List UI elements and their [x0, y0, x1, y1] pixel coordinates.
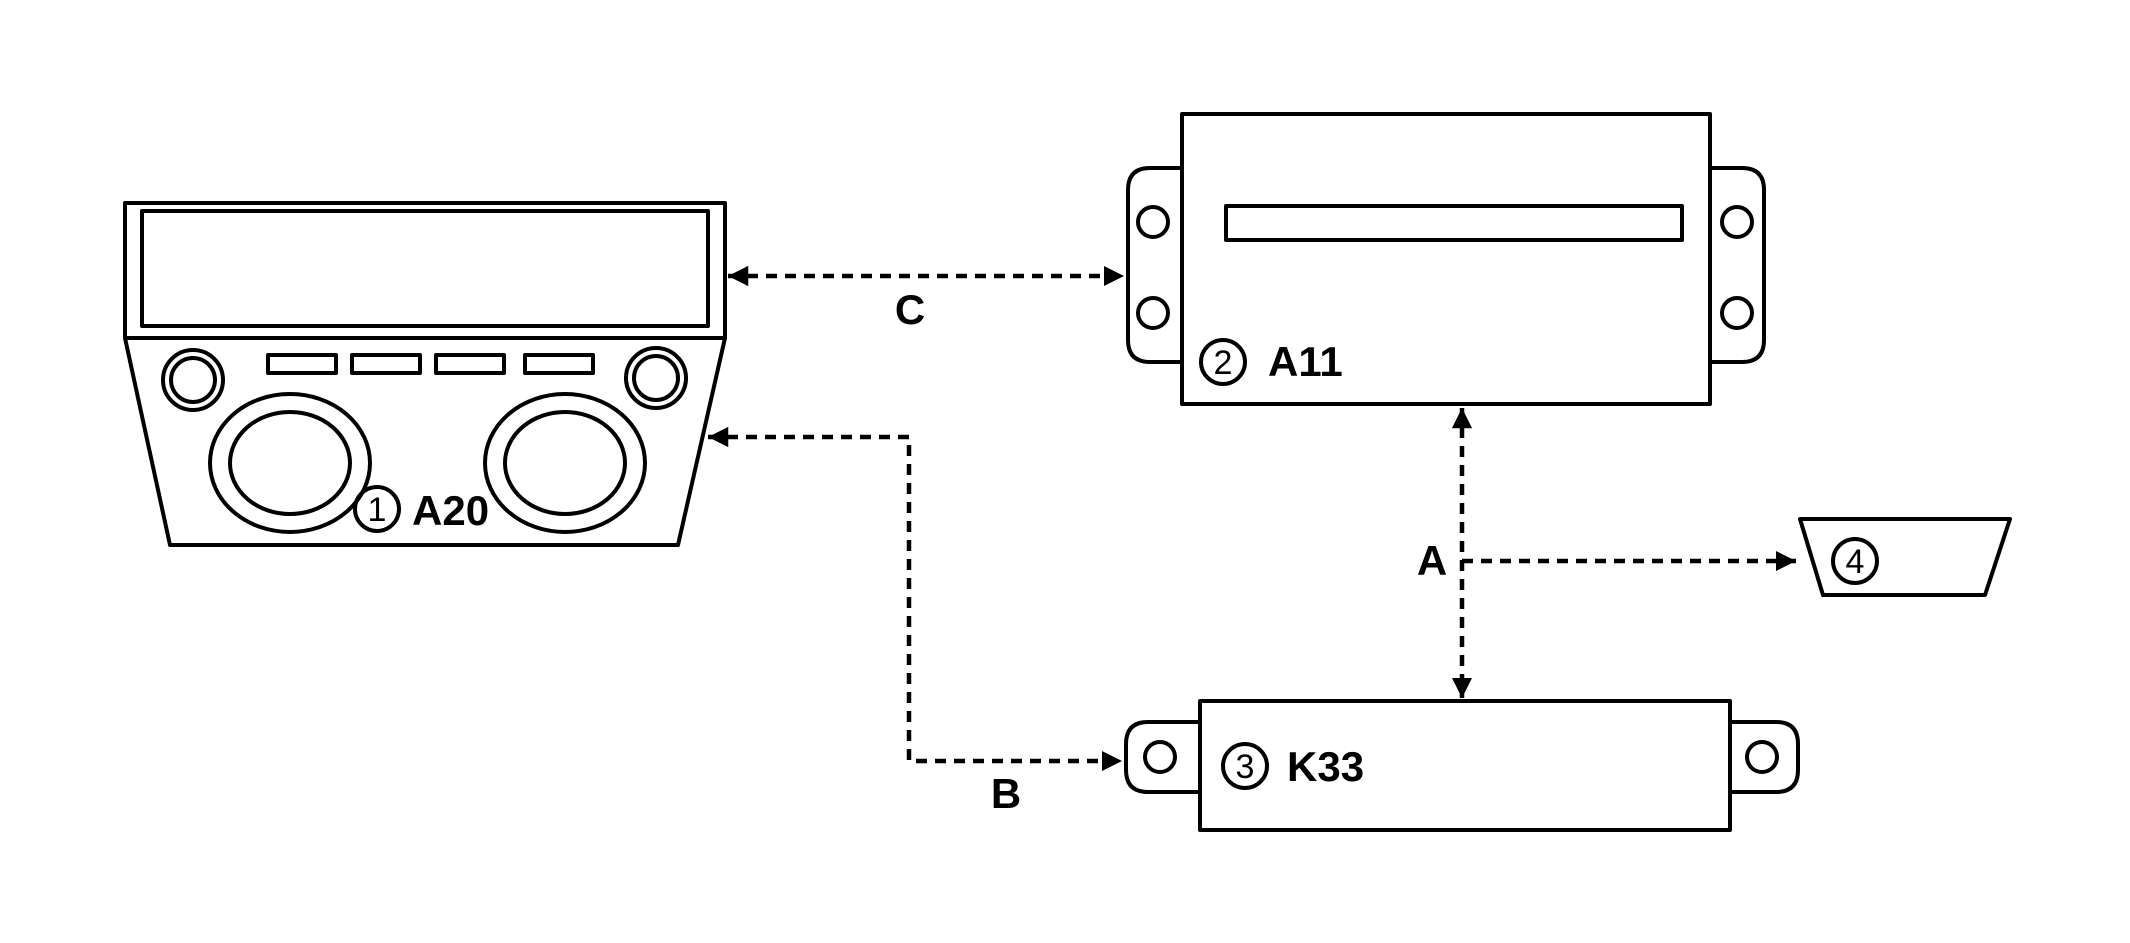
- a11-body: [1180, 112, 1712, 406]
- k33-left-mount: [1124, 720, 1202, 794]
- connection-b-label: B: [991, 770, 1021, 817]
- component-4-body: [1798, 517, 2012, 597]
- a20-button-2: [350, 353, 422, 375]
- a20-code-label: A20: [412, 487, 489, 534]
- a20-left-small-knob: [161, 348, 225, 412]
- a11-left-mount: [1126, 166, 1184, 364]
- a20-right-large-knob: [483, 392, 647, 534]
- k33-body: [1198, 699, 1732, 832]
- a20-button-4: [523, 353, 595, 375]
- callout-4-circle: [1831, 537, 1879, 585]
- callout-2-circle: [1199, 338, 1247, 386]
- callout-3-number: 3: [1236, 748, 1255, 786]
- k33-right-mount: [1728, 720, 1800, 794]
- k33-code-label: K33: [1287, 743, 1364, 790]
- callout-4-number: 4: [1846, 543, 1865, 581]
- connection-a: A: [1417, 408, 1796, 698]
- a20-display-frame: [123, 201, 727, 340]
- a11-right-mount: [1708, 166, 1766, 364]
- connection-c: C: [728, 265, 1124, 333]
- component-a20: 1 A20: [123, 201, 727, 547]
- a20-display-screen: [140, 209, 710, 328]
- component-4: 4: [1798, 517, 2012, 597]
- connection-b-line: [708, 426, 1122, 772]
- a20-button-3: [434, 353, 506, 375]
- callout-3-circle: [1221, 742, 1269, 790]
- a20-front-panel: [123, 336, 727, 547]
- component-a11: 2 A11: [1126, 112, 1766, 406]
- a20-right-small-knob: [624, 346, 688, 410]
- connection-b: B: [708, 426, 1122, 817]
- callout-1-circle: [353, 485, 401, 533]
- callout-2-number: 2: [1214, 344, 1233, 382]
- callout-1-number: 1: [368, 491, 387, 529]
- a20-button-1: [266, 353, 338, 375]
- connection-c-label: C: [895, 286, 925, 333]
- a20-left-large-knob: [208, 392, 372, 534]
- connection-a-label: A: [1417, 537, 1447, 584]
- a11-slot: [1224, 204, 1684, 242]
- a11-code-label: A11: [1268, 338, 1343, 385]
- component-k33: 3 K33: [1124, 699, 1800, 832]
